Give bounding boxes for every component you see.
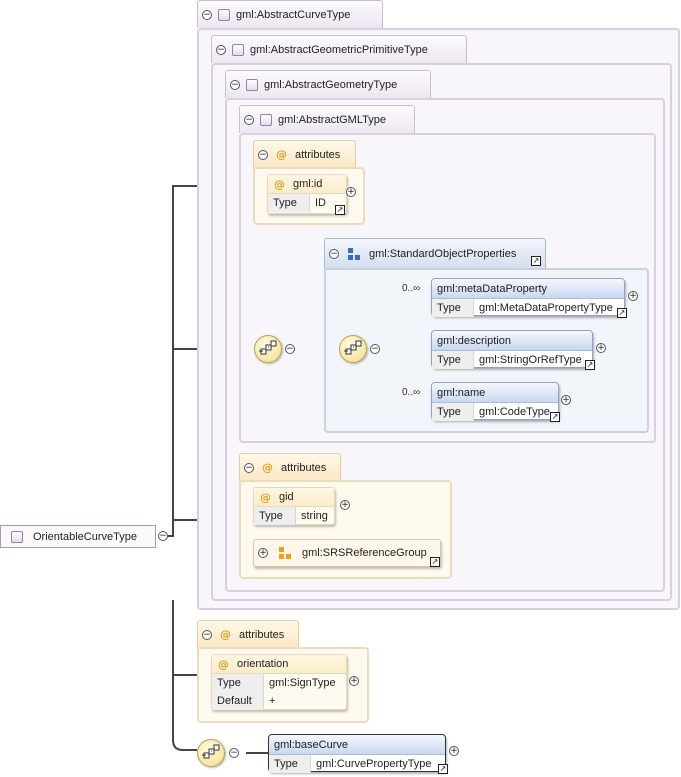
connector-to-base-curve <box>172 600 197 751</box>
element-name: gml:metaDataProperty <box>432 279 624 299</box>
element-type: gml:StringOrRefType <box>479 354 582 366</box>
gml-attributes-tab[interactable]: − @ attributes <box>253 140 356 168</box>
collapse-toggle[interactable]: − <box>329 248 339 259</box>
attribute-type: gml:SignType <box>269 677 336 689</box>
expand-toggle[interactable]: + <box>349 676 359 686</box>
expand-toggle[interactable]: + <box>449 746 459 756</box>
type-label: gml:AbstractGMLType <box>278 113 386 126</box>
type-key: Type <box>432 403 474 421</box>
sequence-compositor-icon[interactable] <box>197 739 225 767</box>
attribute-name: orientation <box>237 658 289 670</box>
root-collapse-toggle[interactable]: − <box>158 531 168 541</box>
attribute-group-icon <box>279 547 291 559</box>
sequence-icon <box>344 340 362 355</box>
srs-reference-group-box[interactable]: + gml:SRSReferenceGroup <box>253 539 441 567</box>
default-key: Default <box>212 692 264 710</box>
type-key: Type <box>432 351 474 369</box>
type-label: gml:AbstractGeometricPrimitiveType <box>250 43 428 56</box>
group-label: gml:StandardObjectProperties <box>369 247 517 260</box>
group-icon <box>348 247 360 260</box>
collapse-toggle[interactable]: − <box>229 748 239 758</box>
type-label: gml:AbstractCurveType <box>236 8 351 21</box>
collapse-toggle[interactable]: − <box>202 629 212 640</box>
sequence-compositor-icon[interactable] <box>254 335 282 363</box>
element-name: gml:baseCurve <box>269 735 445 755</box>
link-arrow-icon[interactable]: ↗ <box>585 360 595 370</box>
gml-id-attribute[interactable]: @ gml:id Type ID <box>267 174 347 214</box>
element-name: gml:name <box>432 383 558 403</box>
attribute-icon: @ <box>260 490 271 504</box>
abstract-curve-type-tab[interactable]: − gml:AbstractCurveType <box>197 0 383 28</box>
attribute-default: + <box>269 695 276 707</box>
collapse-toggle[interactable]: − <box>258 149 268 160</box>
abstract-geometry-type-tab[interactable]: − gml:AbstractGeometryType <box>225 70 431 98</box>
root-type-box[interactable]: OrientableCurveType <box>0 525 156 548</box>
attribute-group-label: gml:SRSReferenceGroup <box>302 547 427 559</box>
geometry-attributes-tab[interactable]: − @ attributes <box>239 453 341 481</box>
cardinality-label: 0..∞ <box>402 283 421 294</box>
complex-type-icon <box>218 8 230 21</box>
link-arrow-icon[interactable]: ↗ <box>430 557 440 567</box>
attribute-icon: @ <box>220 628 231 641</box>
expand-toggle[interactable]: + <box>340 500 350 510</box>
collapse-toggle[interactable]: − <box>285 344 295 354</box>
expand-toggle[interactable]: + <box>561 395 571 405</box>
description-element[interactable]: gml:description Type gml:StringOrRefType <box>431 330 593 369</box>
sequence-icon <box>259 340 277 355</box>
attributes-label: attributes <box>239 628 285 641</box>
complex-type-icon <box>260 113 272 126</box>
element-type: gml:CodeType <box>479 406 550 418</box>
element-name: gml:description <box>432 331 592 351</box>
type-key: Type <box>254 507 296 525</box>
type-key: Type <box>269 755 311 773</box>
attribute-icon: @ <box>262 461 273 474</box>
expand-toggle[interactable]: + <box>346 187 356 197</box>
sequence-compositor-icon[interactable] <box>339 335 367 363</box>
abstract-geometric-primitive-type-tab[interactable]: − gml:AbstractGeometricPrimitiveType <box>211 35 467 63</box>
type-key: Type <box>268 194 310 212</box>
attributes-label: attributes <box>281 461 327 474</box>
type-key: Type <box>212 674 264 692</box>
attribute-icon: @ <box>274 177 285 191</box>
base-curve-element[interactable]: gml:baseCurve Type gml:CurvePropertyType <box>268 734 446 773</box>
attribute-name: gml:id <box>293 178 323 190</box>
link-arrow-icon[interactable]: ↗ <box>617 308 627 318</box>
link-arrow-icon[interactable]: ↗ <box>531 256 541 266</box>
standard-object-properties-tab[interactable]: − gml:StandardObjectProperties <box>324 238 546 268</box>
type-label: gml:AbstractGeometryType <box>264 78 398 91</box>
gid-attribute[interactable]: @ gid Type string <box>253 487 335 525</box>
attribute-icon: @ <box>218 657 229 671</box>
complex-type-icon <box>246 78 258 91</box>
attribute-name: gid <box>279 491 294 503</box>
expand-toggle[interactable]: + <box>596 343 606 353</box>
attribute-icon: @ <box>276 148 287 161</box>
expand-toggle[interactable]: + <box>628 291 638 301</box>
element-type: gml:CurvePropertyType <box>316 758 432 770</box>
sequence-icon <box>202 744 220 759</box>
abstract-gml-type-tab[interactable]: − gml:AbstractGMLType <box>239 105 415 133</box>
attributes-label: attributes <box>295 148 341 161</box>
collapse-toggle[interactable]: − <box>202 9 212 20</box>
orientation-attribute[interactable]: @ orientation Type gml:SignType Default … <box>211 654 347 710</box>
collapse-toggle[interactable]: − <box>370 344 380 354</box>
expand-toggle[interactable]: + <box>258 548 268 558</box>
root-type-label: OrientableCurveType <box>33 530 137 543</box>
cardinality-label: 0..∞ <box>402 387 421 398</box>
meta-data-property-element[interactable]: gml:metaDataProperty Type gml:MetaDataPr… <box>431 278 625 317</box>
curve-attributes-tab[interactable]: − @ attributes <box>197 620 299 648</box>
attribute-type: string <box>301 510 328 522</box>
type-key: Type <box>432 299 474 317</box>
element-type: gml:MetaDataPropertyType <box>479 302 613 314</box>
collapse-toggle[interactable]: − <box>230 79 240 90</box>
collapse-toggle[interactable]: − <box>216 44 226 55</box>
name-element[interactable]: gml:name Type gml:CodeType <box>431 382 559 421</box>
complex-type-icon <box>11 530 23 543</box>
link-arrow-icon[interactable]: ↗ <box>438 764 448 774</box>
link-arrow-icon[interactable]: ↗ <box>550 412 560 422</box>
collapse-toggle[interactable]: − <box>244 114 254 125</box>
attribute-type: ID <box>315 197 326 209</box>
collapse-toggle[interactable]: − <box>244 462 254 473</box>
complex-type-icon <box>232 43 244 56</box>
link-arrow-icon[interactable]: ↗ <box>335 205 345 215</box>
